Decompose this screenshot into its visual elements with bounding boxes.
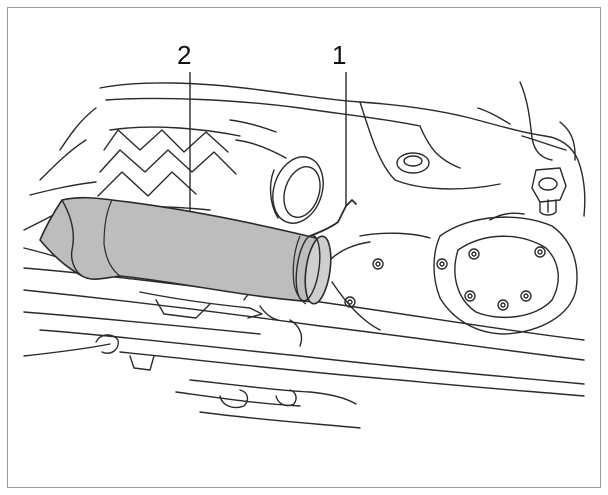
pipe-bracket (139, 291, 279, 321)
exhaust-pipe (39, 196, 332, 305)
housing-outline (99, 81, 586, 217)
clip-wire (309, 199, 357, 237)
drain-plug (396, 152, 430, 174)
leader-lines (189, 72, 347, 212)
casting-ribs (23, 107, 287, 231)
differential-cover (329, 212, 578, 335)
callout-1: 1 (332, 40, 347, 70)
callout-2: 2 (177, 40, 192, 70)
flange-ring (269, 156, 324, 224)
bolt-head (531, 167, 567, 216)
